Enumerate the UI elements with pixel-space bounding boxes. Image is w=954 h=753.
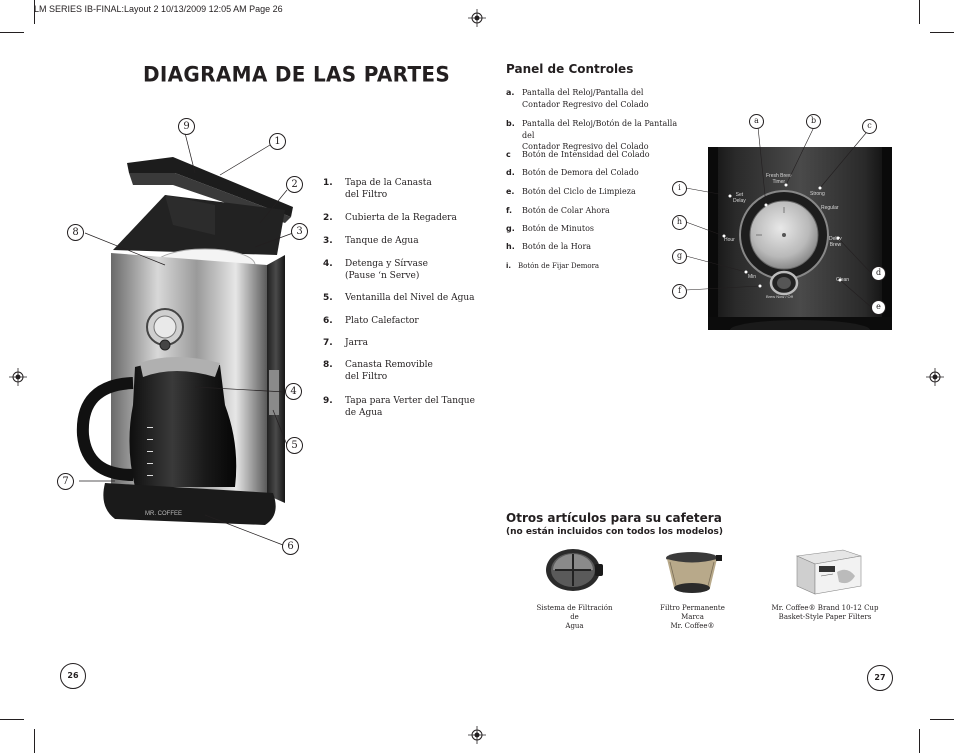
water-filter-image — [546, 549, 603, 591]
controls-title: Panel de Controles — [506, 62, 634, 76]
panel-label-min: Min — [748, 274, 757, 280]
callout-b: b — [806, 114, 821, 129]
callout-g: g — [672, 249, 687, 264]
accessory-caption: Sistema de Filtración de Agua — [536, 604, 613, 630]
page-number-left: 26 — [60, 663, 86, 689]
permanent-filter-image — [666, 552, 722, 593]
coffee-maker-illustration: MR. COFFEE — [76, 132, 294, 546]
callout-2: 2 — [286, 176, 303, 193]
callout-h: h — [672, 215, 687, 230]
callout-7: 7 — [57, 473, 74, 490]
panel-label-regular: Regular — [821, 205, 839, 211]
panel-label-brew-now: Brew Now / Off — [766, 294, 793, 299]
callout-4: 4 — [285, 383, 302, 400]
panel-label-delay-brew: Delay Brew — [829, 236, 842, 248]
registration-mark-icon — [926, 368, 944, 386]
callout-6: 6 — [282, 538, 299, 555]
registration-mark-icon — [9, 368, 27, 386]
callout-1: 1 — [269, 133, 286, 150]
page-title: DIAGRAMA DE LAS PARTES — [143, 61, 451, 87]
callout-c: c — [862, 119, 877, 134]
print-slug: LM SERIES IB-FINAL:Layout 2 10/13/2009 1… — [34, 4, 283, 14]
paper-filters-image — [795, 549, 862, 595]
callout-9: 9 — [178, 118, 195, 135]
callout-i: i — [672, 181, 687, 196]
brand-label: MR. COFFEE — [145, 511, 182, 517]
panel-label-set-delay: Set Delay — [733, 192, 746, 204]
registration-mark-icon — [468, 9, 486, 27]
registration-mark-icon — [468, 726, 486, 744]
callout-a: a — [749, 114, 764, 129]
callout-d: d — [871, 266, 886, 281]
accessories-title: Otros artículos para su cafetera — [506, 511, 722, 525]
page-number-right: 27 — [867, 665, 893, 691]
callout-3: 3 — [291, 223, 308, 240]
callout-5: 5 — [286, 437, 303, 454]
accessory-caption: Filtro Permanente Marca Mr. Coffee® — [660, 604, 725, 630]
accessories-subtitle: (no están incluidos con todos los modelo… — [506, 527, 723, 537]
callout-e: e — [871, 300, 886, 315]
panel-leader-lines — [685, 126, 872, 308]
accessory-caption: Mr. Coffee® Brand 10-12 Cup Basket-Style… — [771, 604, 879, 621]
panel-label-fresh: Fresh Brew Timer — [766, 173, 792, 185]
callout-f: f — [672, 284, 687, 299]
panel-label-strong: Strong — [810, 191, 825, 197]
panel-label-clean: Clean — [836, 277, 850, 283]
callout-8: 8 — [67, 224, 84, 241]
control-panel-photo — [708, 147, 892, 330]
panel-label-hour: Hour — [724, 237, 735, 243]
